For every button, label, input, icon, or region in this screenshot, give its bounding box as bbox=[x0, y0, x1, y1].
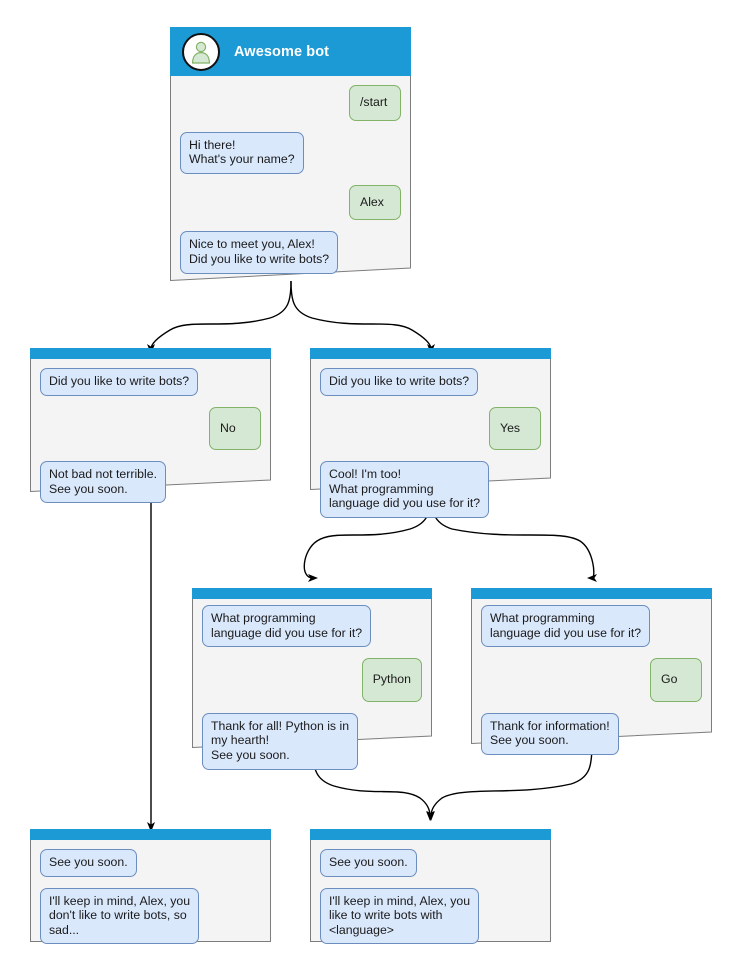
card-yes-branch[interactable]: Did you like to write bots? Yes Cool! I'… bbox=[310, 348, 551, 518]
bot-message-bubble[interactable]: Nice to meet you, Alex! Did you like to … bbox=[180, 231, 339, 274]
card-python-branch-messages: What programming language did you use fo… bbox=[192, 596, 432, 781]
bot-message-bubble[interactable]: Thank for information! See you soon. bbox=[481, 712, 619, 755]
card-root[interactable]: Awesome bot /start Hi there! What's your… bbox=[170, 27, 411, 281]
edge-root-to-yes bbox=[290, 280, 435, 354]
bot-message-bubble[interactable]: See you soon. bbox=[40, 849, 137, 877]
message-row: Go bbox=[481, 658, 702, 702]
user-message-bubble[interactable]: Yes bbox=[489, 406, 541, 451]
card-yes-branch-messages: Did you like to write bots? Yes Cool! I'… bbox=[310, 359, 551, 529]
message-row: /start bbox=[180, 85, 401, 121]
user-message-bubble[interactable]: No bbox=[209, 406, 261, 451]
user-message-bubble[interactable]: Python bbox=[361, 658, 422, 702]
message-row: Yes bbox=[320, 406, 541, 451]
card-root-header: Awesome bot bbox=[170, 27, 411, 76]
bot-message-bubble[interactable]: Did you like to write bots? bbox=[320, 368, 479, 396]
message-row: Hi there! What's your name? bbox=[180, 131, 401, 174]
card-end-no-messages: See you soon. I'll keep in mind, Alex, y… bbox=[30, 840, 271, 955]
bot-message-bubble[interactable]: Hi there! What's your name? bbox=[180, 131, 304, 174]
card-go-branch[interactable]: What programming language did you use fo… bbox=[471, 588, 712, 755]
bot-message-bubble[interactable]: What programming language did you use fo… bbox=[202, 605, 372, 648]
card-end-yes-header bbox=[310, 829, 551, 840]
message-row: I'll keep in mind, Alex, you don't like … bbox=[40, 887, 261, 945]
person-avatar-icon bbox=[182, 32, 220, 71]
bot-message-bubble[interactable]: Did you like to write bots? bbox=[40, 368, 199, 396]
bot-message-bubble[interactable]: Not bad not terrible. See you soon. bbox=[40, 461, 167, 504]
bot-message-bubble[interactable]: I'll keep in mind, Alex, you don't like … bbox=[40, 887, 200, 945]
card-end-yes[interactable]: See you soon. I'll keep in mind, Alex, y… bbox=[310, 829, 551, 945]
message-row: Thank for all! Python is in my hearth! S… bbox=[202, 712, 422, 770]
bot-message-bubble[interactable]: What programming language did you use fo… bbox=[481, 605, 651, 648]
message-row: No bbox=[40, 406, 261, 451]
message-row: See you soon. bbox=[40, 849, 261, 877]
message-row: Did you like to write bots? bbox=[40, 368, 261, 396]
message-row: See you soon. bbox=[320, 849, 541, 877]
bot-message-bubble[interactable]: I'll keep in mind, Alex, you like to wri… bbox=[320, 887, 480, 945]
message-row: Alex bbox=[180, 184, 401, 221]
user-message-bubble[interactable]: Alex bbox=[349, 184, 401, 221]
card-yes-branch-header bbox=[310, 348, 551, 359]
message-row: Python bbox=[202, 658, 422, 702]
bot-message-bubble[interactable]: See you soon. bbox=[320, 849, 417, 877]
bot-message-bubble[interactable]: Thank for all! Python is in my hearth! S… bbox=[202, 712, 359, 770]
message-row: Did you like to write bots? bbox=[320, 368, 541, 396]
user-message-bubble[interactable]: /start bbox=[349, 85, 401, 121]
card-python-branch[interactable]: What programming language did you use fo… bbox=[192, 588, 432, 770]
message-row: Nice to meet you, Alex! Did you like to … bbox=[180, 231, 401, 274]
card-end-no[interactable]: See you soon. I'll keep in mind, Alex, y… bbox=[30, 829, 271, 945]
card-no-branch[interactable]: Did you like to write bots? No Not bad n… bbox=[30, 348, 271, 504]
edge-root-to-no bbox=[147, 280, 292, 354]
message-row: I'll keep in mind, Alex, you like to wri… bbox=[320, 887, 541, 945]
card-root-messages: /start Hi there! What's your name? Alex … bbox=[170, 76, 411, 285]
card-end-yes-messages: See you soon. I'll keep in mind, Alex, y… bbox=[310, 840, 551, 955]
card-end-no-header bbox=[30, 829, 271, 840]
bot-title: Awesome bot bbox=[234, 43, 330, 60]
message-row: Not bad not terrible. See you soon. bbox=[40, 461, 261, 504]
message-row: What programming language did you use fo… bbox=[202, 605, 422, 648]
user-message-bubble[interactable]: Go bbox=[650, 658, 702, 702]
message-row: What programming language did you use fo… bbox=[481, 605, 702, 648]
card-no-branch-header bbox=[30, 348, 271, 359]
card-go-branch-messages: What programming language did you use fo… bbox=[471, 596, 712, 766]
message-row: Thank for information! See you soon. bbox=[481, 712, 702, 755]
bot-message-bubble[interactable]: Cool! I'm too! What programming language… bbox=[320, 461, 490, 518]
card-no-branch-messages: Did you like to write bots? No Not bad n… bbox=[30, 359, 271, 514]
message-row: Cool! I'm too! What programming language… bbox=[320, 461, 541, 518]
